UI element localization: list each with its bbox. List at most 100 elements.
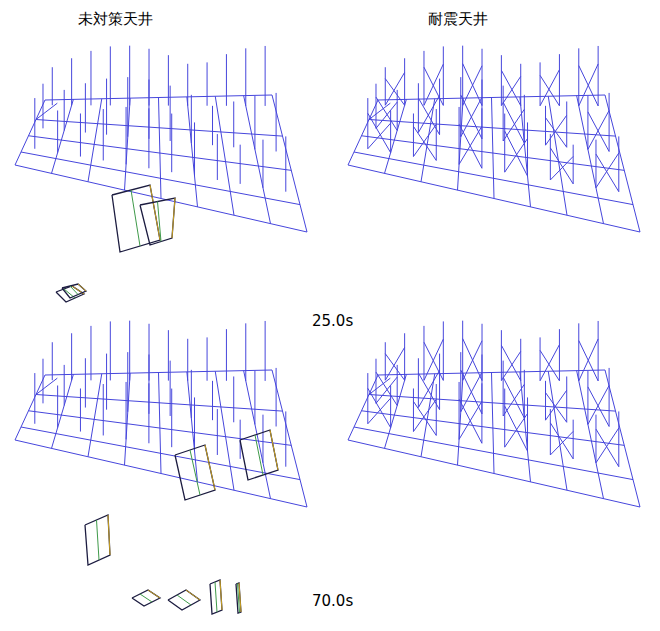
grid-member bbox=[103, 109, 104, 160]
panel-rib bbox=[255, 435, 263, 475]
grid-member bbox=[587, 371, 588, 425]
grid-member bbox=[126, 382, 127, 439]
panel-edge bbox=[108, 515, 110, 555]
grid-member bbox=[548, 96, 567, 215]
grid-member bbox=[459, 124, 482, 168]
grid-member bbox=[579, 66, 598, 106]
grid-member bbox=[368, 398, 391, 424]
grid-member bbox=[390, 110, 391, 152]
grid-member bbox=[527, 397, 528, 451]
grid-member bbox=[170, 361, 171, 416]
grid-member bbox=[424, 64, 443, 105]
grid-member bbox=[459, 107, 460, 164]
panel-edge bbox=[148, 590, 160, 598]
grid-member bbox=[254, 96, 255, 150]
grid-member bbox=[418, 95, 439, 132]
panel-rib bbox=[158, 202, 162, 242]
grid-member bbox=[187, 339, 188, 381]
grid-member bbox=[524, 370, 525, 418]
grid-member bbox=[376, 97, 397, 130]
grid-member bbox=[168, 55, 169, 105]
fallen-panel bbox=[236, 583, 241, 613]
grid-member bbox=[596, 153, 619, 188]
grid-member bbox=[505, 414, 528, 448]
grid-member bbox=[42, 84, 43, 129]
grid-member bbox=[90, 326, 91, 380]
grid-member bbox=[439, 79, 440, 135]
grid-member bbox=[233, 376, 234, 422]
grid-member bbox=[171, 389, 172, 448]
grid-member bbox=[191, 95, 192, 143]
grid-member bbox=[378, 370, 605, 375]
grid-member bbox=[80, 113, 81, 156]
grid-member bbox=[376, 377, 397, 403]
grid-member bbox=[148, 383, 149, 443]
grid-member bbox=[598, 321, 599, 381]
grid-member bbox=[463, 339, 482, 381]
grid-member bbox=[540, 337, 541, 380]
grid-member bbox=[588, 385, 609, 424]
grid-member bbox=[595, 140, 596, 188]
grid-member bbox=[168, 330, 169, 380]
grid-member bbox=[413, 113, 414, 156]
grid-member bbox=[276, 368, 277, 427]
grid-member bbox=[368, 388, 391, 427]
grid-member bbox=[265, 46, 266, 106]
panel-outline bbox=[168, 590, 200, 610]
panel-outline bbox=[236, 583, 241, 613]
grid-member bbox=[369, 103, 390, 119]
grid-member bbox=[540, 345, 559, 381]
grid-member bbox=[85, 83, 86, 132]
grid-member bbox=[618, 136, 619, 191]
grid-member bbox=[385, 347, 404, 380]
grid-member bbox=[36, 103, 57, 119]
grid-member bbox=[598, 46, 599, 106]
grid-member bbox=[424, 67, 443, 105]
time-label: 70.0s bbox=[312, 592, 353, 610]
grid-member bbox=[240, 145, 241, 184]
panel-outline bbox=[175, 445, 215, 500]
fallen-panel bbox=[240, 430, 278, 480]
grid-member bbox=[57, 110, 58, 152]
grid-member bbox=[187, 372, 198, 482]
grid-member bbox=[29, 411, 292, 446]
fallen-panel bbox=[210, 580, 222, 614]
grid-member bbox=[110, 46, 111, 105]
grid-member bbox=[129, 321, 130, 381]
grid-member bbox=[254, 371, 255, 425]
grid-member bbox=[368, 113, 391, 152]
panel-edge bbox=[205, 445, 215, 490]
grid-member bbox=[207, 337, 208, 380]
grid-member bbox=[578, 323, 579, 381]
grid-member bbox=[390, 385, 391, 427]
grid-member bbox=[462, 321, 463, 381]
grid-member bbox=[550, 156, 573, 180]
grid-member bbox=[212, 381, 213, 420]
grid-member bbox=[423, 51, 424, 105]
grid-member bbox=[596, 428, 619, 463]
grid-member bbox=[36, 120, 283, 137]
grid-member bbox=[418, 83, 419, 132]
panel-edge bbox=[78, 284, 86, 291]
grid-member bbox=[501, 55, 502, 105]
grid-member bbox=[501, 330, 502, 380]
grid-member bbox=[596, 154, 619, 192]
grid-member bbox=[110, 321, 111, 380]
grid-member bbox=[45, 370, 272, 375]
grid-member bbox=[587, 96, 588, 150]
grid-member bbox=[272, 95, 307, 232]
grid-member bbox=[545, 381, 546, 420]
grid-member bbox=[605, 370, 640, 507]
grid-member bbox=[244, 96, 271, 224]
grid-member bbox=[88, 99, 102, 182]
grid-member bbox=[233, 101, 234, 147]
panel-outline bbox=[132, 590, 160, 606]
grid-member bbox=[492, 373, 495, 474]
grid-member bbox=[520, 339, 521, 381]
grid-member bbox=[385, 72, 404, 105]
ceiling-grid bbox=[348, 321, 640, 507]
grid-member bbox=[52, 342, 53, 380]
grid-member bbox=[45, 95, 272, 100]
grid-member bbox=[404, 333, 405, 380]
grid-member bbox=[504, 114, 505, 173]
